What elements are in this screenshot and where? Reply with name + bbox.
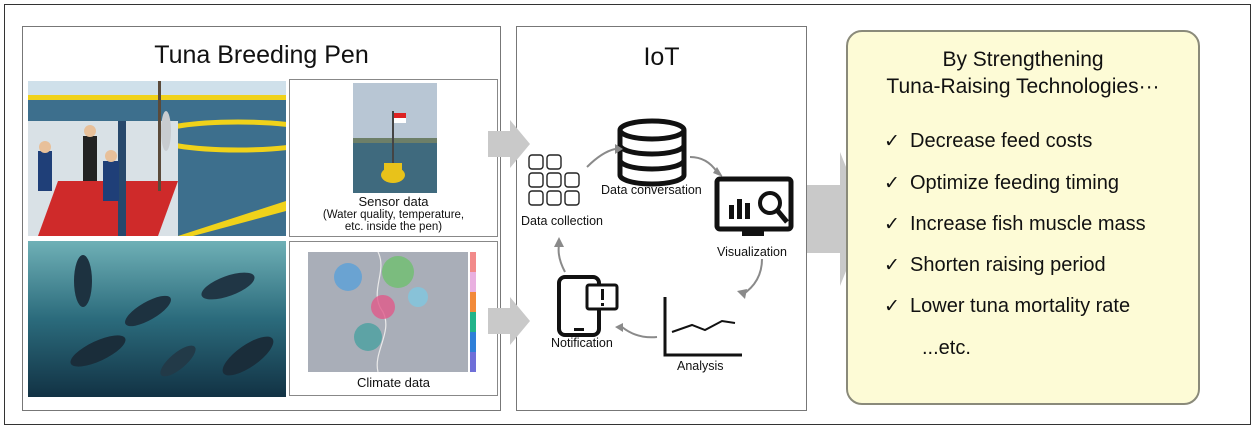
data-conversation-label: Data conversation xyxy=(601,183,702,197)
check-icon: ✓ xyxy=(884,255,900,276)
check-icon: ✓ xyxy=(884,131,900,152)
benefit-item: ✓ Shorten raising period xyxy=(884,254,1106,277)
analysis-label: Analysis xyxy=(677,359,724,373)
pen-title: Tuna Breeding Pen xyxy=(154,41,369,69)
check-icon: ✓ xyxy=(884,214,900,235)
benefit-label: Shorten raising period xyxy=(910,254,1106,276)
benefit-label: Decrease feed costs xyxy=(910,130,1093,152)
benefit-item: ✓ Increase fish muscle mass xyxy=(884,213,1146,236)
climate-data-box: Climate data xyxy=(289,241,498,396)
data-collection-label: Data collection xyxy=(521,214,603,228)
underwater-tuna-photo xyxy=(28,241,286,397)
tuna-pen-panel: Tuna Breeding Pen xyxy=(22,26,501,411)
tablet-alert-icon xyxy=(557,275,619,337)
benefit-label: Optimize feeding timing xyxy=(910,172,1119,194)
sensor-data-box: Sensor data (Water quality, temperature,… xyxy=(289,79,498,237)
sensor-detail-line2: etc. inside the pen) xyxy=(344,221,443,233)
etc-label: ...etc. xyxy=(922,337,971,359)
iot-cycle-graphic xyxy=(528,118,794,357)
climate-caption: Climate data xyxy=(357,375,430,390)
monitor-magnifier-icon xyxy=(714,176,794,236)
boat-photo xyxy=(28,81,286,236)
benefit-item: ✓ Lower tuna mortality rate xyxy=(884,295,1130,318)
sensor-caption: Sensor data xyxy=(358,194,429,209)
diagram-frame xyxy=(4,4,1251,425)
sensor-detail-line1: (Water quality, temperature, xyxy=(322,209,465,221)
results-title-line2: Tuna-Raising Technologies··· xyxy=(886,75,1160,98)
iot-title: IoT xyxy=(643,43,680,71)
grid-icon xyxy=(528,154,580,206)
iot-panel: IoT xyxy=(516,26,807,411)
check-icon: ✓ xyxy=(884,173,900,194)
notification-label: Notification xyxy=(551,336,613,350)
visualization-label: Visualization xyxy=(717,245,787,259)
check-icon: ✓ xyxy=(884,296,900,317)
benefit-item: ✓ Optimize feeding timing xyxy=(884,172,1119,195)
benefit-label: Lower tuna mortality rate xyxy=(910,295,1131,317)
benefit-item: ✓ Decrease feed costs xyxy=(884,130,1092,153)
line-chart-icon xyxy=(663,297,742,357)
results-title-line1: By Strengthening xyxy=(942,48,1104,71)
benefit-label: Increase fish muscle mass xyxy=(910,213,1146,235)
database-icon xyxy=(617,118,687,187)
results-panel: By Strengthening Tuna-Raising Technologi… xyxy=(846,30,1200,405)
